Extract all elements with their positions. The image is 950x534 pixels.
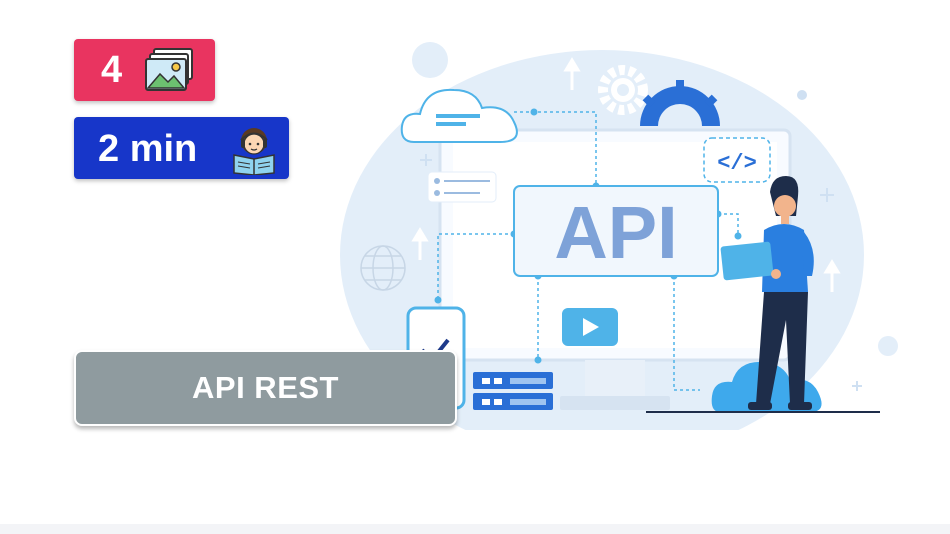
video-play-icon	[562, 308, 618, 346]
code-label: </>	[717, 151, 757, 176]
api-illustration: API </>	[340, 30, 920, 460]
images-count-badge: 4	[74, 39, 215, 101]
reading-time-badge: 2 min	[74, 117, 289, 179]
article-title-box: API REST	[74, 350, 457, 426]
footer-strip	[0, 524, 950, 534]
gear-icon-light	[598, 65, 648, 115]
cloud-icon	[400, 88, 518, 143]
article-title: API REST	[192, 370, 339, 405]
reading-time: 2 min	[98, 128, 198, 170]
reader-icon	[228, 123, 280, 176]
gear-icon-blue	[640, 80, 720, 126]
api-label: API	[554, 191, 677, 274]
images-icon	[144, 47, 196, 93]
server-icon	[473, 372, 553, 410]
person-illustration	[720, 176, 814, 410]
images-count: 4	[101, 49, 123, 91]
code-icon: </>	[703, 137, 771, 183]
globe-icon	[360, 245, 406, 291]
